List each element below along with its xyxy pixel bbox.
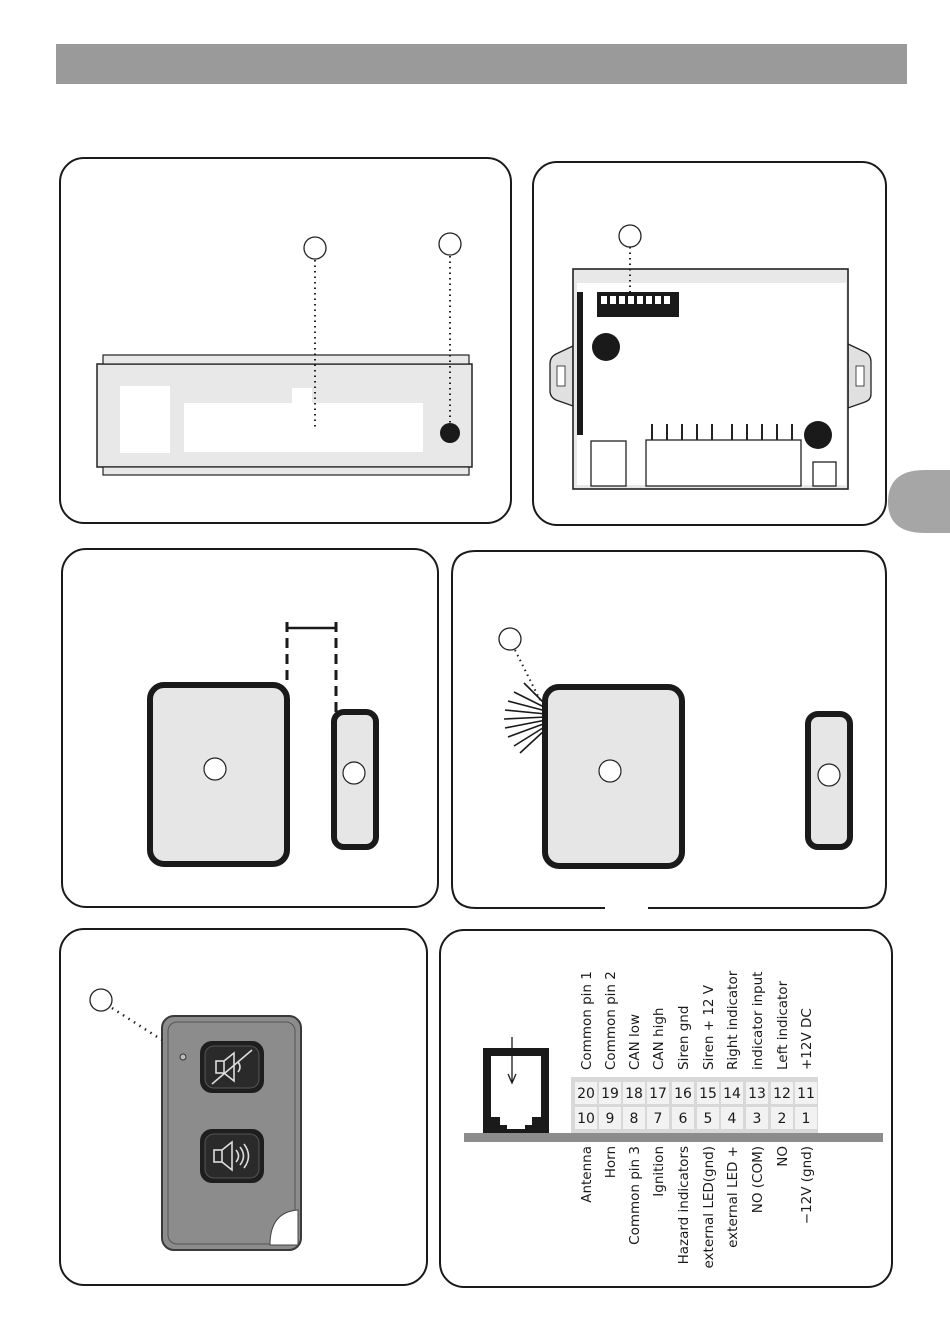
pin-number: 7	[654, 1111, 663, 1127]
remote-button-sound[interactable]	[200, 1129, 264, 1183]
pin-number: 13	[748, 1086, 766, 1102]
pin-number: 1	[802, 1111, 811, 1127]
pin-number: 10	[577, 1111, 595, 1127]
component-round	[592, 333, 620, 361]
pin-number: 5	[704, 1111, 713, 1127]
terminal-block	[646, 440, 801, 486]
pin-number: 4	[728, 1111, 737, 1127]
pin-label-top: Siren gnd	[676, 1006, 692, 1070]
remote-button-mute[interactable]	[200, 1041, 264, 1093]
component-round	[804, 421, 832, 449]
panel-door-sensor-wires	[452, 551, 886, 908]
board-edge-strip	[577, 292, 583, 435]
callout-circle	[90, 989, 112, 1011]
pin-label-top: CAN low	[627, 1014, 643, 1070]
pin-label-bottom: Horn	[603, 1146, 619, 1178]
pin-label-bottom: −12V (gnd)	[799, 1146, 815, 1224]
pin-number: 17	[649, 1086, 667, 1102]
callout-circle	[439, 233, 461, 255]
component-block	[591, 441, 626, 486]
pin-label-bottom: external LED +	[725, 1146, 741, 1248]
callout-circle	[499, 628, 521, 650]
panel-control-unit-open	[533, 162, 886, 525]
side-tab	[888, 470, 950, 533]
pin-number: 3	[753, 1111, 762, 1127]
pin-number: 9	[606, 1111, 615, 1127]
pcb-edge	[464, 1133, 883, 1142]
pin-label-bottom: external LED(gnd)	[701, 1146, 717, 1269]
pin-number: 2	[778, 1111, 787, 1127]
pin-label-top: +12V DC	[799, 1008, 815, 1070]
pin-label-top: Right indicator	[725, 970, 741, 1070]
pin-label-bottom: NO	[775, 1146, 791, 1167]
label-area	[120, 386, 170, 453]
pin-label-bottom: Ignition	[651, 1146, 667, 1197]
component-small	[813, 462, 836, 486]
pin-number: 16	[674, 1086, 692, 1102]
pin-label-bottom: Hazard indicators	[676, 1146, 692, 1264]
pin-number: 12	[773, 1086, 791, 1102]
pin-number: 18	[625, 1086, 643, 1102]
pin-number: 8	[630, 1111, 639, 1127]
callout-circle	[204, 758, 226, 780]
dip-switch	[597, 292, 679, 317]
callout-circle	[304, 237, 326, 259]
callout-circle	[599, 760, 621, 782]
pin-number: 14	[723, 1086, 741, 1102]
pin-label-bottom: NO (COM)	[750, 1146, 766, 1213]
header-bar	[56, 44, 907, 84]
pin-number: 20	[577, 1086, 595, 1102]
callout-circle	[619, 225, 641, 247]
pin-number: 6	[679, 1111, 688, 1127]
status-led	[440, 423, 460, 443]
pin-label-top: Siren + 12 V	[701, 984, 717, 1070]
pin-number: 15	[699, 1086, 717, 1102]
pin-label-bottom: Common pin 3	[627, 1146, 643, 1245]
panel-door-sensor-gap	[62, 549, 438, 907]
pin-label-top: Common pin 1	[579, 971, 595, 1070]
rj-jack	[483, 1037, 549, 1133]
callout-circle	[343, 762, 365, 784]
pin-label-top: Left indicator	[775, 980, 791, 1070]
pin-label-top: Common pin 2	[603, 971, 619, 1070]
pin-number: 11	[797, 1086, 815, 1102]
pin-number: 19	[601, 1086, 619, 1102]
pin-label-bottom: Antenna	[579, 1146, 595, 1203]
pin-label-top: indicator input	[750, 972, 766, 1070]
pin-label-top: CAN high	[651, 1008, 667, 1070]
panel-remote-control	[60, 929, 427, 1285]
panel-control-unit-side	[60, 158, 511, 523]
callout-circle	[818, 764, 840, 786]
remote-led	[180, 1054, 186, 1060]
